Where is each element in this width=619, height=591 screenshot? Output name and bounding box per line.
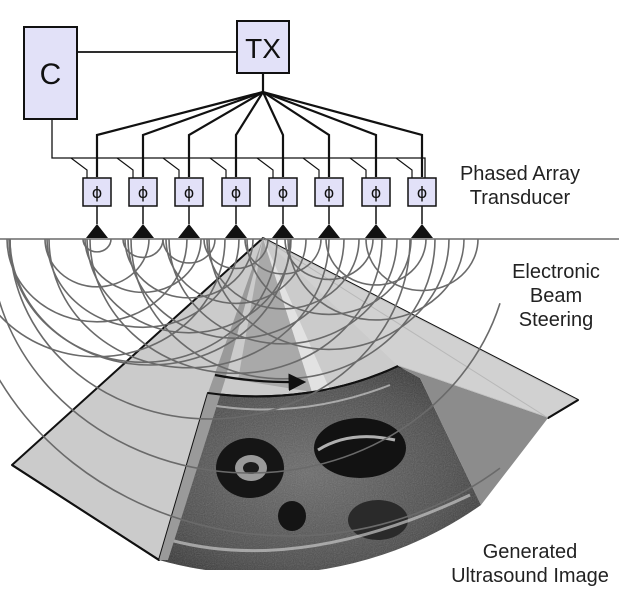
control-tap bbox=[162, 157, 180, 178]
transducer-element bbox=[272, 224, 294, 238]
beam-wedge-right bbox=[398, 366, 548, 505]
phase-shifter-box bbox=[174, 177, 204, 207]
phase-shifter-symbol: ϕ bbox=[138, 183, 149, 202]
tx-line bbox=[262, 90, 424, 177]
wavefronts bbox=[0, 238, 501, 537]
beam-wedge-left bbox=[159, 238, 263, 560]
wavefront-arc bbox=[365, 238, 479, 292]
wavefront-arc bbox=[89, 238, 383, 375]
phase-shifter-box bbox=[82, 177, 112, 207]
tx-line bbox=[262, 91, 331, 177]
label-line: Phased Array bbox=[459, 163, 581, 185]
phase-shifter-box bbox=[128, 177, 158, 207]
wavefront-arc bbox=[287, 238, 465, 321]
tx-line bbox=[95, 90, 264, 177]
phase-shifter-symbol: ϕ bbox=[184, 183, 195, 202]
phase-shifter-symbol: ϕ bbox=[231, 183, 242, 202]
control-tap bbox=[116, 157, 134, 178]
label-phased-array-transducer: Phased Array Transducer bbox=[440, 162, 600, 210]
label-line: Ultrasound Image bbox=[451, 565, 609, 587]
controller-label: C bbox=[40, 58, 62, 91]
wavefront-arc bbox=[82, 238, 112, 253]
transducer-element bbox=[411, 224, 433, 238]
tx-line bbox=[234, 91, 264, 177]
transducer-element bbox=[178, 224, 200, 238]
wavefront-arc bbox=[325, 238, 427, 286]
wavefront-arc bbox=[162, 238, 216, 264]
tx-line bbox=[187, 91, 264, 177]
transducer-element bbox=[86, 224, 108, 238]
phase-shifter-box bbox=[268, 177, 298, 207]
phase-shifter-symbol: ϕ bbox=[324, 183, 335, 202]
wavefront-arc bbox=[46, 238, 240, 329]
control-tap bbox=[349, 157, 367, 178]
wavefront-arc bbox=[206, 238, 360, 310]
label-electronic-beam-steering: Electronic Beam Steering bbox=[500, 260, 612, 332]
wavefront-arc bbox=[203, 238, 269, 270]
transducer-element bbox=[225, 224, 247, 238]
tx-line bbox=[262, 91, 285, 177]
wavefront-arc bbox=[246, 238, 412, 316]
wavefront-arc bbox=[168, 238, 398, 345]
transmitter-label: TX bbox=[245, 33, 281, 64]
control-tap bbox=[256, 157, 274, 178]
wavefront-arc bbox=[84, 238, 202, 294]
wavefront-arc bbox=[48, 238, 330, 369]
phase-shifter-box bbox=[407, 177, 437, 207]
beam-steered bbox=[238, 238, 312, 392]
transducer-element bbox=[132, 224, 154, 238]
control-tap bbox=[209, 157, 227, 178]
wavefront-arc bbox=[0, 238, 226, 358]
control-bus bbox=[51, 119, 426, 178]
label-line: Electronic bbox=[512, 261, 600, 283]
cyst-small bbox=[278, 501, 306, 531]
wavefront-arc bbox=[9, 238, 411, 420]
control-tap bbox=[302, 157, 320, 178]
control-tap bbox=[395, 157, 413, 178]
wavefront-arc bbox=[0, 300, 501, 474]
phase-shifter-symbol: ϕ bbox=[417, 183, 428, 202]
wavefront-arc bbox=[130, 238, 436, 380]
label-line: Steering bbox=[518, 309, 594, 331]
phase-shifter-symbol: ϕ bbox=[92, 183, 103, 202]
transducer-element bbox=[365, 224, 387, 238]
label-line: Transducer bbox=[469, 187, 571, 209]
phase-shifter-symbol: ϕ bbox=[278, 183, 289, 202]
phase-shifter-box bbox=[314, 177, 344, 207]
transducer-element bbox=[318, 224, 340, 238]
controller-box bbox=[23, 26, 78, 120]
cyst-right bbox=[314, 418, 406, 478]
transmitter-box bbox=[236, 20, 290, 74]
wavefront-arc bbox=[0, 379, 501, 537]
tx-fanout bbox=[70, 73, 424, 178]
label-line: Beam bbox=[529, 285, 583, 307]
wavefront-arc bbox=[9, 238, 291, 366]
tx-line bbox=[262, 90, 378, 177]
steering-arrow bbox=[214, 373, 307, 392]
tx-line bbox=[141, 90, 264, 177]
label-generated-ultrasound-image: Generated Ultrasound Image bbox=[444, 540, 616, 588]
phase-shifter-symbol: ϕ bbox=[371, 183, 382, 202]
label-line: Generated bbox=[482, 541, 578, 563]
control-tap bbox=[70, 157, 88, 178]
